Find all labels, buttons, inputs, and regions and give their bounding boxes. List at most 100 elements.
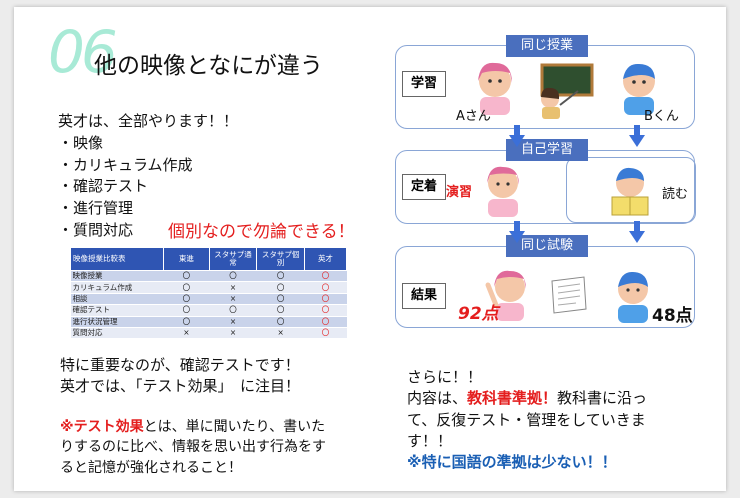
feature-list: 英才は、全部やります！！ ・映像 ・カリキュラム作成 ・確認テスト ・進行管理 … (58, 111, 238, 242)
same-class-label: 同じ授業 (506, 35, 588, 57)
arrow-down-icon (509, 231, 525, 243)
intro-text: 英才は、全部やります！！ (58, 112, 239, 130)
table-header: スタサプ通常 (208, 247, 258, 271)
reading-label: 読む (662, 187, 689, 202)
row-label-result: 結果 (402, 283, 446, 309)
table-cell: 〇 (304, 270, 347, 283)
student-b-label: Bくん (644, 109, 679, 124)
test-effect-line: ると記憶が強化されること！ (60, 459, 242, 476)
table-cell: 〇 (304, 316, 347, 328)
score-b: 48点 (652, 306, 693, 326)
table-row: 進行状況管理 〇 × 〇 〇 (70, 316, 347, 328)
table-cell: 進行状況管理 (70, 316, 164, 328)
important-line: 特に重要なのが、確認テストです！ (60, 356, 300, 374)
table-row: 確認テスト 〇 〇 〇 〇 (70, 304, 347, 317)
self-study-inner-box (566, 157, 696, 223)
textbook-aligned-text: 教科書準拠！ (467, 389, 558, 408)
content-prefix: 内容は、 (407, 389, 468, 408)
table-row: 相談 〇 × 〇 〇 (70, 293, 347, 306)
test-paper-icon (551, 276, 587, 314)
table-cell: 〇 (163, 304, 210, 317)
same-test-label: 同じ試験 (506, 235, 588, 257)
content-line: て、反復テスト・管理をしていきま (407, 410, 646, 429)
important-text: 特に重要なのが、確認テストです！ 英才では、「テスト効果」 に注目！ (60, 355, 300, 397)
arrow-shaft (634, 125, 640, 137)
table-row: 質問対応 × × × 〇 (70, 327, 347, 340)
table-cell: 相談 (70, 293, 164, 306)
test-effect-text: ※テスト効果とは、単に聞いたり、書いた りするのに比べ、情報を思い出す行為をす … (60, 417, 326, 478)
table-header: 東進 (163, 247, 210, 271)
practice-label: 演習 (446, 185, 473, 200)
page-title: 他の映像となにが違う (94, 53, 323, 79)
furthermore-text: さらに！！ (407, 368, 483, 386)
table-cell: 〇 (163, 270, 210, 283)
table-row: 映像授業 〇 〇 〇 〇 (70, 270, 347, 283)
student-a-label: Aさん (456, 109, 491, 124)
bullet-item: ・映像 (58, 133, 104, 152)
table-cell: 〇 (163, 316, 210, 328)
section-number: 06 (48, 18, 118, 86)
table-cell: × (256, 327, 305, 340)
table-cell: 〇 (256, 293, 305, 306)
student-b-avatar (623, 63, 655, 115)
table-cell: 〇 (209, 304, 257, 317)
arrow-down-icon (509, 135, 525, 147)
test-effect-line: とは、単に聞いたり、書いた (143, 419, 326, 435)
table-cell: 〇 (163, 281, 210, 294)
table-cell: 〇 (256, 270, 305, 283)
student-a-cheer-avatar (485, 270, 526, 321)
table-cell: 〇 (163, 293, 210, 306)
bullet-item: ・確認テスト (58, 177, 149, 196)
learning-flow-diagram: 同じ授業 自己学習 同じ試験 学習 定着 結果 Aさん (388, 31, 698, 331)
bullet-item: ・質問対応 (58, 220, 134, 239)
content-line: す！！ (407, 431, 453, 450)
table-cell: 〇 (304, 304, 347, 317)
arrow-shaft (514, 125, 520, 137)
textbook-text: さらに！！ 内容は、教科書準拠！教科書に沿っ て、反復テスト・管理をしていきま … (407, 367, 647, 473)
bullet-item: ・カリキュラム作成 (58, 155, 193, 174)
self-study-label: 自己学習 (506, 139, 588, 161)
table-cell: 〇 (304, 281, 347, 294)
individual-note: 個別なので勿論できる！ (168, 222, 355, 242)
comparison-table: 映像授業比較表 東進 スタサプ通常 スタサプ個別 英才 映像授業 〇 〇 〇 〇… (69, 247, 348, 340)
student-a-avatar (478, 62, 512, 115)
student-b-result-avatar (618, 271, 648, 323)
teacher-blackboard-icon (540, 63, 594, 119)
row-label-fix: 定着 (402, 174, 446, 200)
table-cell: 映像授業 (70, 270, 164, 283)
arrow-shaft (634, 221, 640, 233)
table-cell: 〇 (304, 293, 347, 306)
important-line: 英才では、「テスト効果」 に注目！ (60, 377, 301, 395)
table-cell: 質問対応 (70, 327, 164, 340)
slide: 06 他の映像となにが違う 英才は、全部やります！！ ・映像 ・カリキュラム作成… (14, 7, 726, 491)
student-a-practice-avatar (487, 166, 519, 217)
table-cell: 〇 (256, 281, 305, 294)
arrow-down-icon (629, 135, 645, 147)
table-header: 映像授業比較表 (69, 247, 165, 271)
bullet-item: ・進行管理 (58, 199, 134, 217)
arrow-shaft (514, 221, 520, 233)
table-cell: × (209, 316, 257, 328)
table-cell: 〇 (209, 270, 257, 283)
table-cell: 〇 (256, 316, 305, 328)
table-cell: 〇 (256, 304, 305, 317)
score-a: 92点 (458, 304, 499, 324)
table-header-row: 映像授業比較表 東進 スタサプ通常 スタサプ個別 英才 (69, 247, 348, 271)
kokugo-note: ※特に国語の準拠は少ない！！ (407, 453, 617, 472)
table-cell: × (209, 293, 257, 306)
student-b-reading-avatar (611, 167, 649, 216)
arrow-down-icon (629, 231, 645, 243)
table-cell: 〇 (304, 327, 347, 340)
table-row: カリキュラム作成 〇 × 〇 〇 (70, 281, 347, 294)
table-cell: × (163, 327, 210, 340)
table-cell: × (209, 327, 257, 340)
content-text: 教科書に沿っ (557, 389, 648, 408)
test-effect-line: りするのに比べ、情報を思い出す行為をす (60, 439, 326, 456)
table-header: 英才 (303, 247, 348, 271)
table-cell: × (209, 281, 257, 294)
table-cell: 確認テスト (70, 304, 164, 317)
row-label-study: 学習 (402, 71, 446, 97)
table-header: スタサプ個別 (256, 247, 305, 271)
table-cell: カリキュラム作成 (70, 281, 164, 294)
test-effect-term: ※テスト効果 (60, 419, 144, 435)
